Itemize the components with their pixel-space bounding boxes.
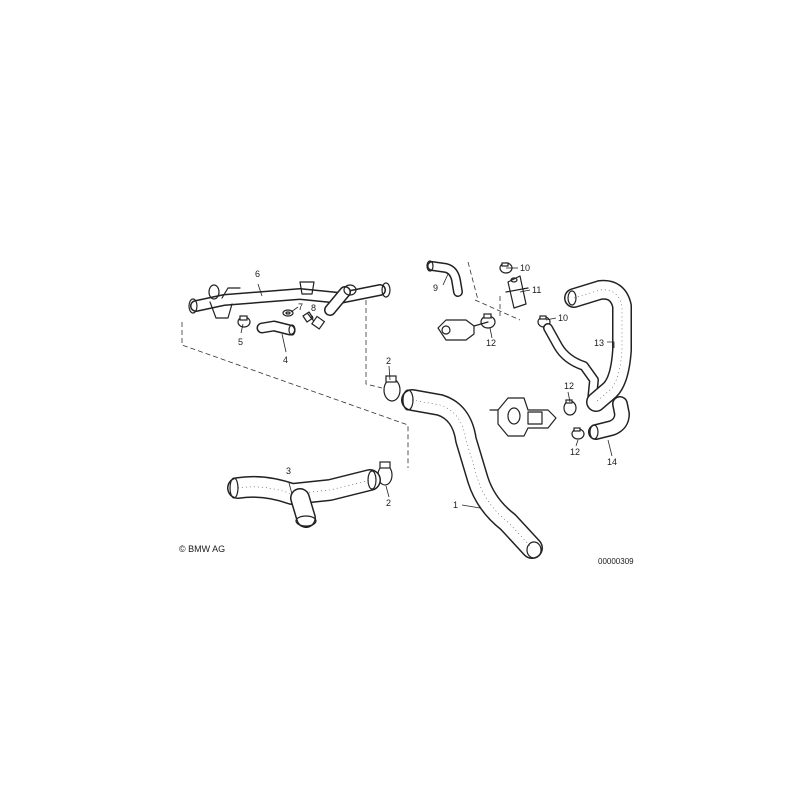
branched-hose (227, 469, 381, 528)
clamp-12-mid (563, 399, 577, 416)
callout-10-lower: 10 (558, 313, 568, 323)
callout-10-upper: 10 (520, 263, 530, 273)
callout-5: 5 (238, 337, 243, 347)
callout-12-lower: 12 (570, 447, 580, 457)
callout-2-lower: 2 (386, 498, 391, 508)
callout-1: 1 (453, 500, 458, 510)
callout-2-upper: 2 (386, 356, 391, 366)
pipe-assembly (188, 281, 391, 319)
leader-lines (240, 267, 615, 509)
callout-9: 9 (433, 283, 438, 293)
callout-11: 11 (532, 285, 541, 295)
elbow-hose-14 (588, 396, 630, 440)
bolt-8 (302, 311, 326, 330)
copyright-notice: © BMW AG (179, 544, 226, 554)
heater-small-hose (543, 323, 599, 405)
callout-13: 13 (594, 338, 604, 348)
short-hose (256, 320, 296, 336)
bent-hose-9 (426, 260, 463, 297)
assembly-guide-lines (181, 261, 521, 468)
callout-6: 6 (255, 269, 260, 279)
clamp-12-upper (480, 313, 496, 329)
washer-7 (282, 309, 294, 317)
callout-8: 8 (311, 303, 316, 313)
clamp-12-lower (571, 427, 585, 440)
diagram-image-id: 00000309 (598, 557, 634, 566)
clamp-2-lower (377, 461, 393, 486)
heater-valve-body (489, 397, 557, 437)
callout-12-upper: 12 (486, 338, 496, 348)
long-hose (401, 389, 543, 559)
callout-7: 7 (298, 302, 303, 312)
valve-fitting (437, 319, 489, 341)
connector-11 (505, 275, 529, 309)
clamp-5 (237, 315, 251, 328)
callout-14: 14 (607, 457, 617, 467)
heater-hose-13 (564, 279, 632, 412)
callout-4: 4 (283, 355, 288, 365)
callout-12-mid: 12 (564, 381, 574, 391)
callout-3: 3 (286, 466, 291, 476)
clamp-2-upper (383, 375, 401, 402)
callout-labels: 1 2 2 3 4 5 6 7 8 9 10 10 11 12 12 12 13… (238, 263, 617, 510)
